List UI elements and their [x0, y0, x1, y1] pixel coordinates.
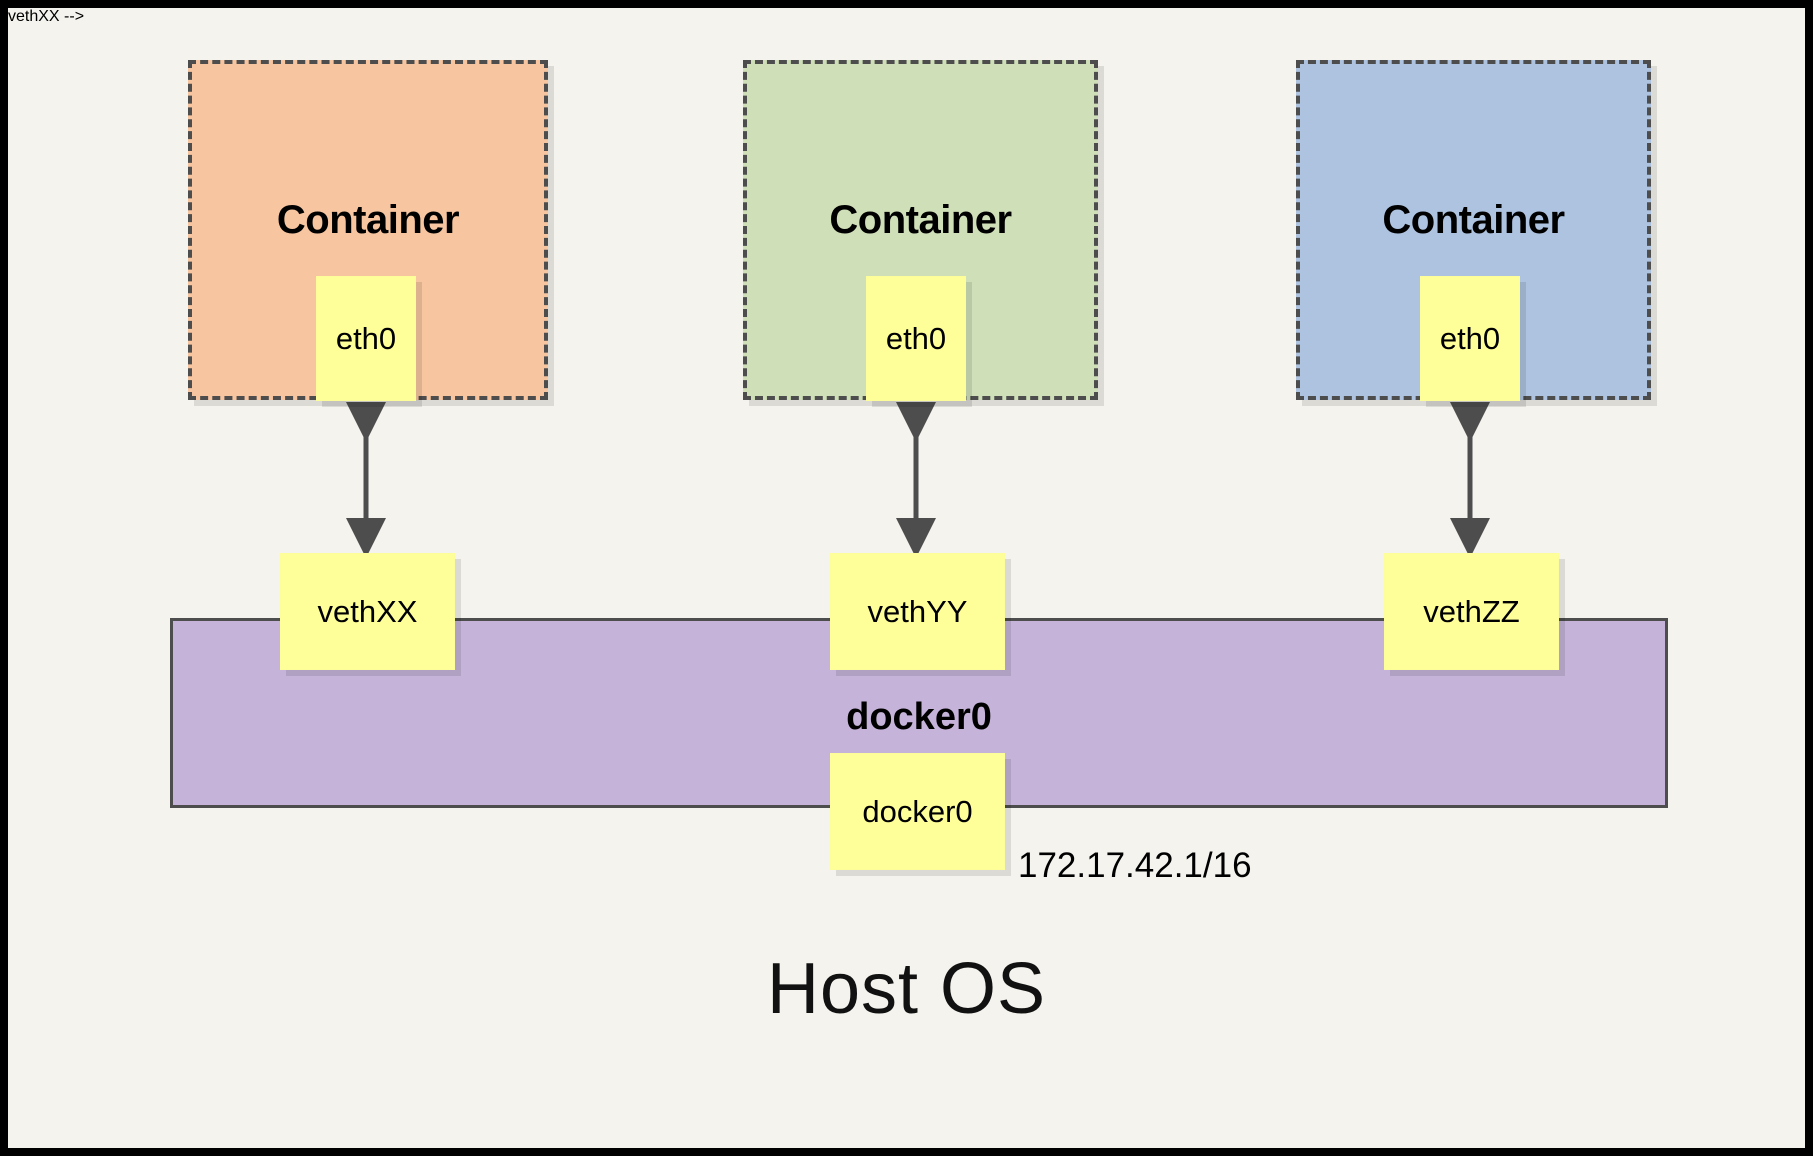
docker0-ip-label: 172.17.42.1/16: [1018, 846, 1252, 885]
veth-box-1[interactable]: vethXX: [280, 553, 455, 670]
docker0-bridge-label: docker0: [846, 696, 992, 738]
docker0-interface-box[interactable]: docker0: [830, 753, 1005, 870]
link-arrow-2: [888, 400, 944, 560]
link-arrow-1-svg: [346, 402, 386, 558]
link-arrow-3: [1442, 400, 1498, 560]
diagram-stage: Container eth0 vethXX --> Container eth0: [8, 8, 1805, 1148]
link-arrow-1: [338, 400, 394, 560]
container-eth0-1[interactable]: eth0: [316, 276, 416, 401]
container-eth0-2[interactable]: eth0: [866, 276, 966, 401]
container-eth0-3[interactable]: eth0: [1420, 276, 1520, 401]
link-arrow-2-svg: [896, 402, 936, 558]
container-title-3: Container: [1382, 198, 1565, 242]
veth-box-2[interactable]: vethYY: [830, 553, 1005, 670]
veth-box-3[interactable]: vethZZ: [1384, 553, 1559, 670]
host-os-title: Host OS: [766, 949, 1047, 1029]
container-title-2: Container: [829, 198, 1012, 242]
container-title-1: Container: [276, 198, 460, 242]
link-arrow-3-svg: [1450, 402, 1490, 558]
